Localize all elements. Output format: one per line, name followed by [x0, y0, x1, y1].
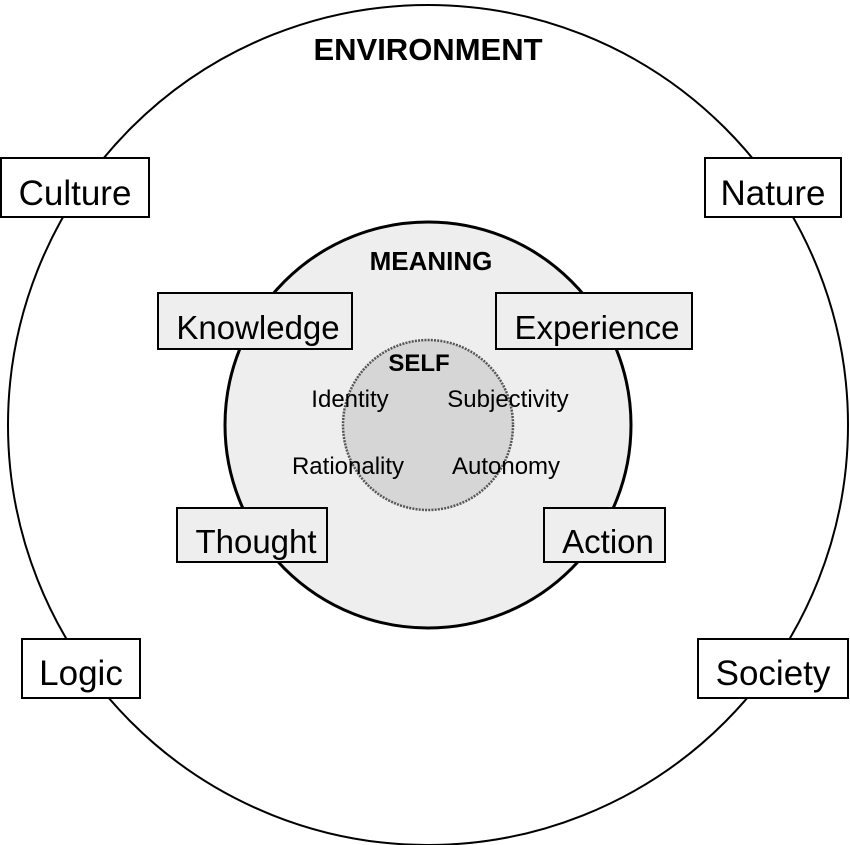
meaning-box-action: Action	[543, 507, 666, 563]
experience-label: Experience	[514, 309, 679, 346]
nature-label: Nature	[720, 174, 825, 213]
environment-box-nature: Nature	[704, 157, 842, 218]
environment-title: ENVIRONMENT	[313, 32, 542, 67]
thought-label: Thought	[195, 523, 316, 560]
environment-box-society: Society	[697, 638, 849, 699]
knowledge-label: Knowledge	[176, 309, 339, 346]
rationality-label: Rationality	[292, 453, 404, 480]
society-label: Society	[716, 654, 831, 693]
meaning-box-knowledge: Knowledge	[157, 292, 353, 350]
meaning-title: MEANING	[370, 246, 493, 276]
meaning-box-experience: Experience	[495, 292, 693, 350]
environment-box-logic: Logic	[21, 638, 141, 699]
culture-label: Culture	[19, 174, 132, 213]
meaning-box-thought: Thought	[176, 507, 328, 563]
self-circle	[341, 338, 515, 512]
identity-label: Identity	[311, 386, 388, 413]
logic-label: Logic	[39, 654, 123, 693]
autonomy-label: Autonomy	[452, 453, 560, 480]
self-title: SELF	[388, 350, 449, 377]
environment-box-culture: Culture	[0, 157, 150, 218]
subjectivity-label: Subjectivity	[447, 386, 568, 413]
action-label: Action	[562, 523, 654, 560]
